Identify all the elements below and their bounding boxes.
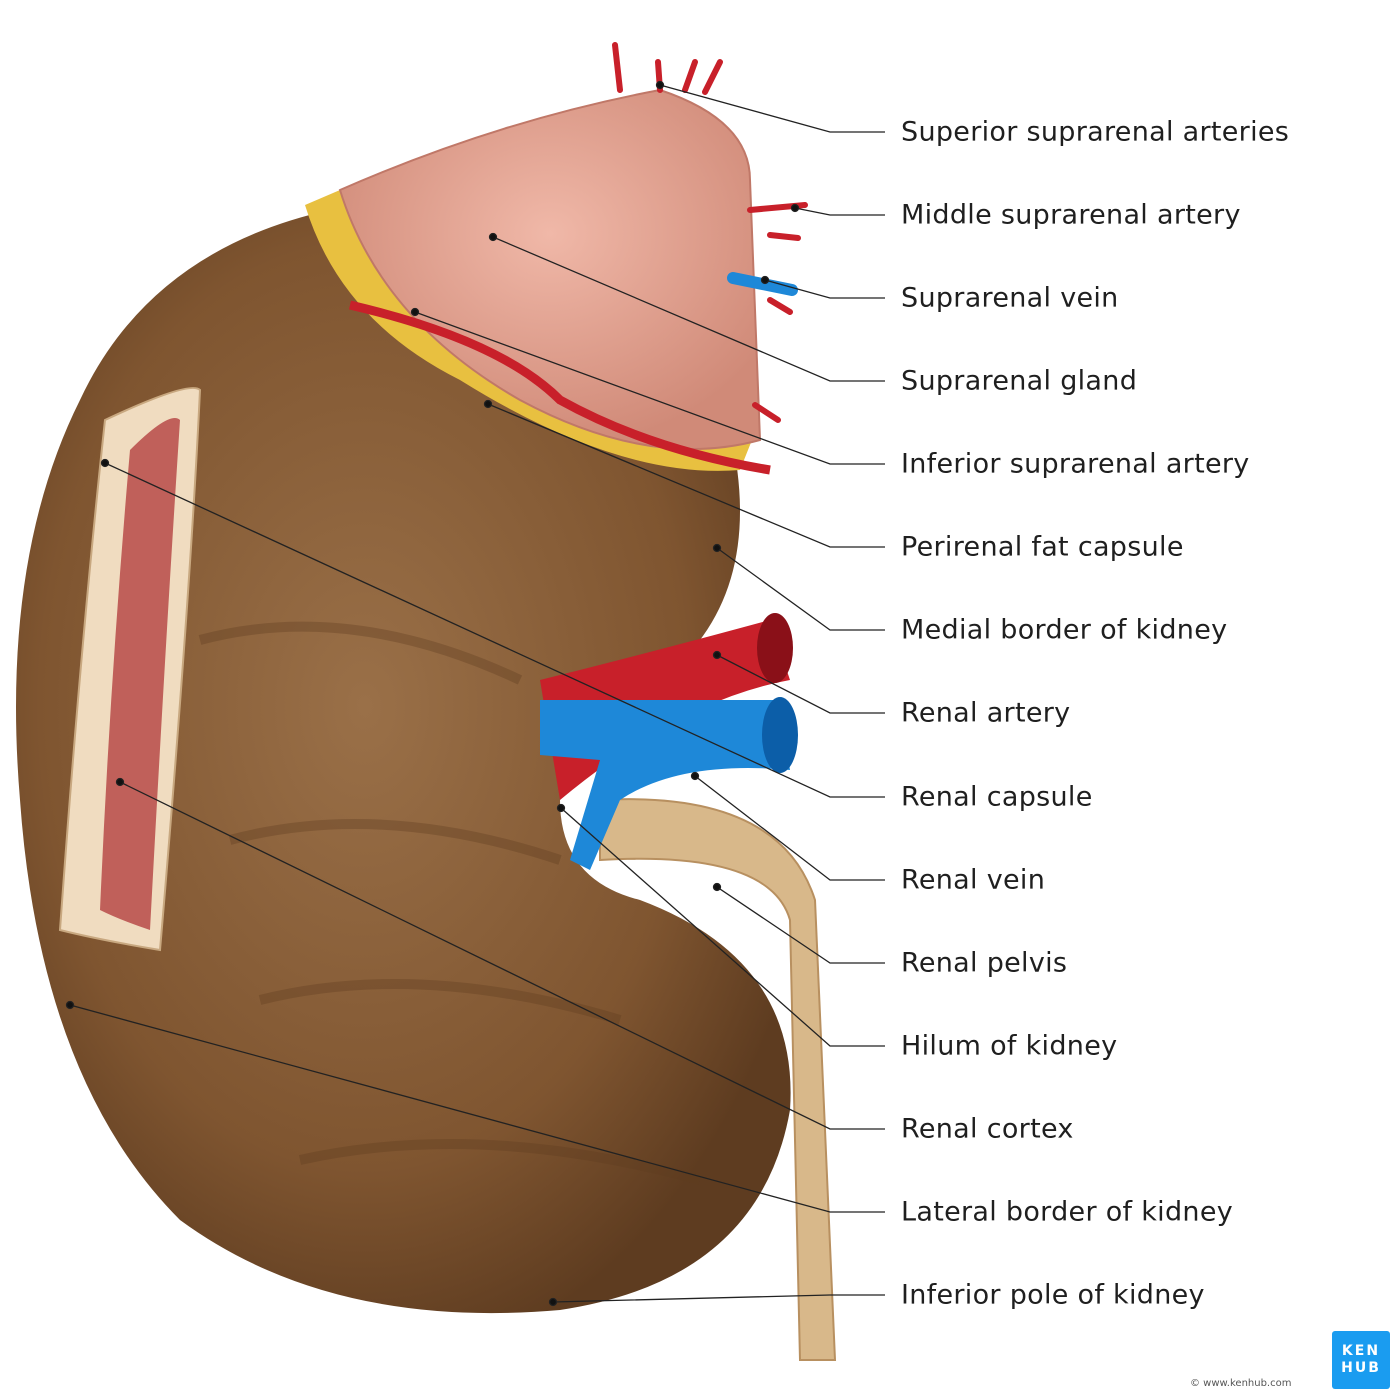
- leader-line: [119, 781, 885, 1130]
- anchor-dot: [488, 232, 498, 242]
- anchor-dot: [100, 458, 110, 468]
- structure-label: Renal cortex: [901, 1113, 1074, 1145]
- leader-line: [716, 547, 885, 631]
- structure-label: Renal pelvis: [901, 947, 1068, 979]
- structure-label: Renal artery: [901, 697, 1071, 729]
- leader-line: [716, 654, 885, 714]
- anchor-dot: [65, 1000, 75, 1010]
- anchor-dot: [548, 1297, 558, 1307]
- leader-line: [552, 1294, 885, 1303]
- anchor-dot: [760, 275, 770, 285]
- leader-line: [764, 279, 885, 299]
- suprarenal-gland: [338, 88, 762, 450]
- anchor-dot: [410, 307, 420, 317]
- renal-vein: [540, 700, 790, 870]
- structure-label: Suprarenal vein: [901, 282, 1119, 314]
- anchor-dot: [655, 80, 665, 90]
- anchor-dot: [115, 777, 125, 787]
- leader-line: [794, 207, 885, 216]
- anchor-dot: [712, 882, 722, 892]
- structure-label: Superior suprarenal arteries: [901, 116, 1290, 148]
- structure-label: Perirenal fat capsule: [901, 531, 1184, 563]
- leader-line: [492, 236, 885, 382]
- anchor-dot: [483, 399, 493, 409]
- anchor-dot: [712, 543, 722, 553]
- leader-lines: [65, 80, 885, 1307]
- structure-label: Lateral border of kidney: [901, 1196, 1234, 1228]
- kenhub-logo[interactable]: KEN HUB: [1332, 1331, 1390, 1389]
- structure-label: Hilum of kidney: [901, 1030, 1118, 1062]
- leader-line: [716, 886, 885, 964]
- kidney: [16, 210, 791, 1314]
- anchor-dot: [790, 203, 800, 213]
- anchor-dot: [690, 771, 700, 781]
- leader-line: [69, 1004, 885, 1213]
- structure-label: Medial border of kidney: [901, 614, 1228, 646]
- ureter: [599, 798, 837, 1361]
- anchor-dot: [556, 803, 566, 813]
- leader-line: [560, 807, 885, 1047]
- leader-line: [694, 775, 885, 881]
- anchor-dot: [712, 650, 722, 660]
- structure-label: Inferior suprarenal artery: [901, 448, 1250, 480]
- leader-line: [414, 311, 885, 465]
- leader-line: [659, 84, 885, 133]
- structure-label: Renal vein: [901, 864, 1046, 896]
- leader-line: [487, 403, 885, 548]
- structure-label: Middle suprarenal artery: [901, 199, 1241, 231]
- structure-label: Suprarenal gland: [901, 365, 1138, 397]
- leader-line: [104, 462, 885, 798]
- structure-label: Renal capsule: [901, 781, 1093, 813]
- structure-label: Inferior pole of kidney: [901, 1279, 1205, 1311]
- renal-cortex: [100, 418, 180, 930]
- copyright: © www.kenhub.com: [1190, 1378, 1292, 1389]
